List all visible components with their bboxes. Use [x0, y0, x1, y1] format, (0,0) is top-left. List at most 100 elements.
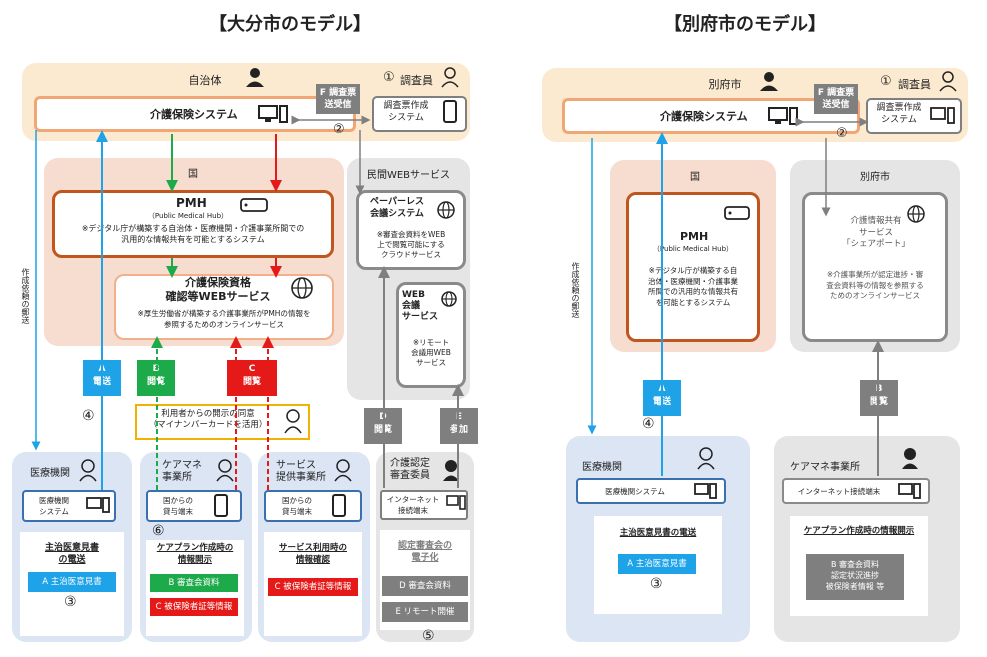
oita-private-web-label: 民間WEBサービス — [366, 170, 451, 181]
oita-committee-item1: D 審査会資料 — [382, 576, 468, 596]
oita-committee-dev-box — [380, 490, 468, 520]
oita-service-item: C 被保険者証等情報 — [268, 578, 358, 596]
beppu-survey-form-label: 調査票作成 システム — [876, 103, 922, 125]
person-icon — [216, 459, 234, 482]
oita-care-system-bar — [34, 96, 356, 132]
computer-icon — [930, 107, 955, 124]
globe-icon — [291, 277, 313, 299]
computer-icon — [258, 105, 288, 123]
oita-care-system-label: 介護保険システム — [150, 108, 238, 121]
oita-service-label: サービス 提供事業所 — [276, 460, 326, 483]
oita-caremgr-label: ケアマネ 事業所 — [162, 460, 202, 483]
oita-committee-item2: E リモート開催 — [382, 602, 468, 622]
beppu-hospital-item: A 主治医意見書 — [618, 554, 696, 574]
beppu-hospital-label: 医療機関 — [582, 462, 622, 473]
oita-webconf-title: WEB 会議 サービス — [402, 290, 439, 322]
beppu-care-system-label: 介護保険システム — [660, 110, 748, 123]
beppu-share-title: 介護情報共有 サービス 「シェアポート」 — [841, 216, 910, 249]
oita-service-dev-label: 国からの 貸与端末 — [282, 496, 312, 516]
surveyor-icon — [441, 67, 459, 88]
beppu-f-tag: F 調査票 送受信 — [814, 84, 858, 114]
oita-caremgr-item2: C 被保険者証等情報 — [150, 598, 238, 616]
oita-num4: ④ — [82, 408, 95, 424]
beppu-survey-form-box — [866, 98, 962, 134]
globe-icon — [441, 291, 457, 307]
person-icon — [902, 448, 918, 469]
oita-num1: ① — [383, 70, 395, 85]
oita-f-tag: F 調査票 送受信 — [316, 84, 360, 114]
computer-icon — [898, 483, 921, 499]
beppu-city-label: 別府市 — [860, 172, 890, 183]
oita-country-label: 国 — [188, 169, 198, 180]
oita-num5: ⑤ — [422, 628, 435, 644]
oita-municipality-label: 自治体 — [188, 74, 222, 87]
beppu-caremgr-dev-label: インターネット接続端末 — [797, 487, 881, 496]
elderly-person-icon — [284, 409, 302, 434]
oita-survey-form-label: 調査票作成 システム — [383, 101, 429, 123]
computer-icon — [86, 497, 110, 513]
beppu-caremgr-item: B 審査会資料 認定状況進捗 被保険者情報 等 — [806, 554, 904, 600]
beppu-num3: ③ — [650, 576, 663, 592]
beppu-caremgr-task: ケアプラン作成時の情報開示 — [803, 526, 915, 536]
oita-web-service-box — [114, 274, 334, 340]
oita-committee-task: 認定審査会の 電子化 — [397, 541, 452, 563]
oita-committee-label: 介護認定 審査委員 — [390, 458, 430, 481]
oita-caremgr-task: ケアプラン作成時の 情報開示 — [156, 543, 234, 565]
doctor-icon — [697, 447, 715, 470]
headset-person-icon — [443, 460, 459, 481]
beppu-hospital-sys-label: 医療機関システム — [605, 487, 665, 496]
oita-side-label: 作成依頼の郵送 — [21, 268, 30, 324]
oita-web-service-desc: ※厚生労働省が構築する介護事業所がPMHの情報を 参照するためのオンラインサービ… — [137, 309, 311, 329]
person-icon — [334, 459, 352, 482]
oita-hospital-sys-label: 医療機関 システム — [39, 496, 69, 516]
beppu-hospital-sys-box — [576, 478, 726, 504]
oita-hospital-task: 主治医意見書 の電送 — [44, 543, 99, 565]
oita-surveyor-label: 調査員 — [400, 74, 433, 87]
oita-consent-box — [135, 404, 310, 440]
beppu-num4: ④ — [642, 416, 655, 432]
globe-icon — [437, 201, 455, 219]
oita-title: 【大分市のモデル】 — [209, 14, 371, 35]
globe-icon — [907, 205, 925, 223]
beppu-num2: ② — [836, 126, 848, 141]
oita-pmh-desc: ※デジタル庁が構築する自治体・医療機関・介護事業所間での 汎用的な情報共有を可能… — [81, 224, 305, 244]
oita-num6: ⑥ — [152, 523, 165, 539]
beppu-country-label: 国 — [690, 172, 700, 183]
tablet-icon — [443, 100, 457, 123]
beppu-pmh-sub: （Public Medical Hub） — [652, 245, 734, 253]
computer-icon — [768, 107, 798, 125]
oita-pmh-title: PMH — [176, 196, 207, 210]
beppu-pmh-box — [626, 192, 760, 342]
beppu-hospital-task: 主治医意見書の電送 — [619, 528, 697, 538]
beppu-caremgr-label: ケアマネ事業所 — [790, 462, 860, 473]
server-icon — [724, 206, 750, 220]
person-icon — [760, 72, 778, 91]
beppu-municipality-label: 別府市 — [708, 78, 742, 91]
oita-consent-text: 利用者からの開示の同意 （マイナンバーカードを活用） — [148, 409, 268, 430]
oita-num2: ② — [333, 122, 345, 137]
beppu-pmh-title: PMH — [680, 230, 709, 243]
doctor-icon — [79, 459, 97, 482]
computer-icon — [694, 483, 717, 499]
surveyor-icon — [939, 71, 957, 92]
oita-service-task: サービス利用時の 情報確認 — [278, 543, 347, 565]
beppu-side-label: 作成依頼の郵送 — [571, 262, 580, 318]
beppu-share-desc: ※介護事業所が認定進捗・審 査会資料等の情報を参照する ためのオンラインサービス — [826, 270, 924, 300]
person-icon — [246, 68, 264, 87]
tablet-icon — [332, 494, 346, 517]
oita-num3: ③ — [64, 594, 77, 610]
oita-hospital-item: A 主治医意見書 — [28, 572, 116, 592]
beppu-num1: ① — [880, 74, 892, 89]
oita-web-service-title: 介護保険資格 確認等WEBサービス — [165, 276, 271, 303]
beppu-caremgr-dev-box — [782, 478, 930, 504]
oita-paperless-title: ペーパーレス 会議システム — [370, 197, 424, 219]
oita-pmh-box — [52, 190, 334, 258]
oita-webconf-desc: ※リモート 会議用WEB サービス — [411, 338, 451, 367]
oita-paperless-desc: ※審査会資料をWEB 上で閲覧可能にする クラウドサービス — [376, 230, 446, 259]
beppu-pmh-desc: ※デジタル庁が構築する自 治体・医療機関・介護事業 所間での汎用的な情報共有 を… — [648, 266, 738, 307]
beppu-care-system-bar — [562, 98, 860, 134]
server-icon — [240, 198, 268, 212]
oita-pmh-sub: （Public Medical Hub） — [147, 212, 229, 220]
